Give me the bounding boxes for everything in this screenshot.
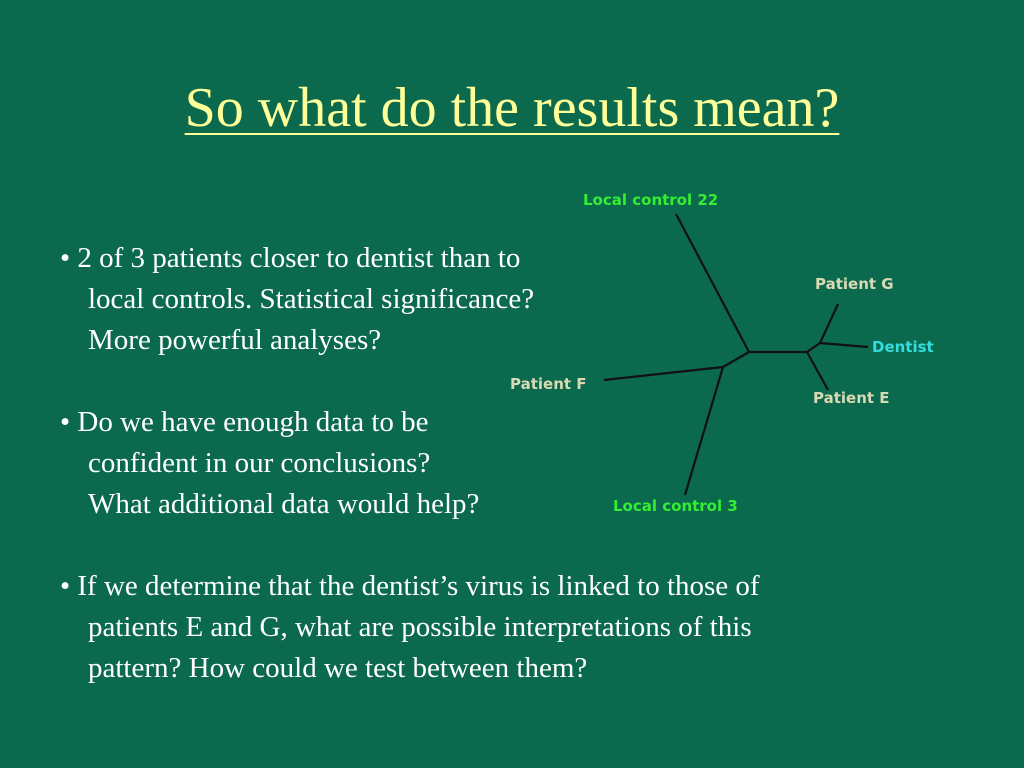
bullet-line: local controls. Statistical significance… [88,283,535,315]
bullet-list: • 2 of 3 patients closer to dentist than… [60,238,960,689]
bullet-line: confident in our conclusions? [88,447,431,479]
bullet-line: More powerful analyses? [88,324,382,356]
tree-svg: Local control 22 Patient G Dentist Patie… [510,191,934,515]
bullet-line: What additional data would help? [88,488,480,520]
label-local-control-22: Local control 22 [583,191,718,209]
bullet-line: • Do we have enough data to be [60,406,429,438]
branch-local-control-22 [675,213,750,353]
label-patient-f: Patient F [510,375,587,393]
bullet-line: patients E and G, what are possible inte… [88,611,752,643]
tree-branches [603,213,869,496]
branch-dentist [819,341,869,349]
branch-internal-left [722,351,750,368]
bullet-item: • If we determine that the dentist’s vir… [60,566,960,689]
label-local-control-3: Local control 3 [613,497,738,515]
slide-title: So what do the results mean? [184,77,840,139]
label-patient-g: Patient G [815,275,894,293]
bullet-item: • 2 of 3 patients closer to dentist than… [60,238,960,361]
bullet-line: • If we determine that the dentist’s vir… [60,570,760,602]
bullet-item: • Do we have enough data to be confident… [60,402,960,525]
phylogenetic-tree: Local control 22 Patient G Dentist Patie… [480,180,1000,540]
bullet-line: pattern? How could we test between them? [88,652,588,684]
branch-internal-right [806,342,821,353]
branch-local-control-3 [683,366,725,496]
label-dentist: Dentist [872,338,934,356]
branch-patient-f [603,365,724,382]
branch-patient-e [806,351,829,391]
branch-patient-g [819,303,839,344]
label-patient-e: Patient E [813,389,890,407]
bullet-line: • 2 of 3 patients closer to dentist than… [60,242,521,274]
